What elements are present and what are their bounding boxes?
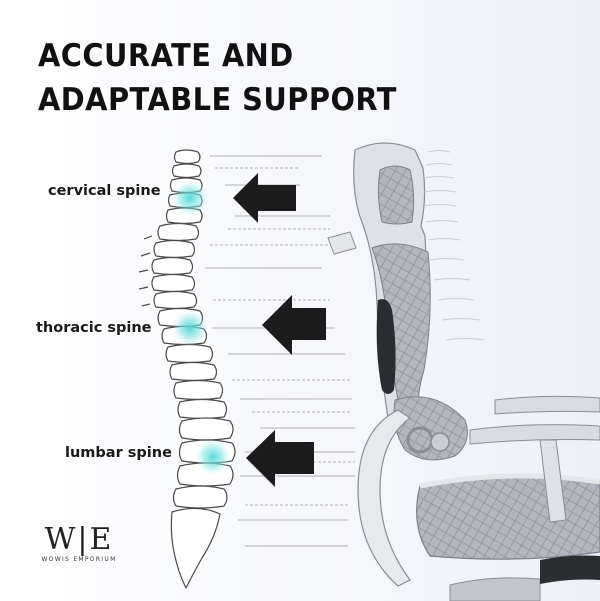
- arrow-left-icon: [262, 295, 326, 355]
- thoracic-highlight: [172, 310, 208, 346]
- guide-lines: [205, 155, 355, 547]
- thoracic-spine-label: thoracic spine: [36, 320, 152, 336]
- lumbar-spine-label: lumbar spine: [65, 445, 172, 461]
- title-line-1: ACCURATE AND: [38, 38, 294, 74]
- title-line-2: ADAPTABLE SUPPORT: [38, 82, 397, 118]
- arrow-left-icon: [246, 430, 314, 487]
- cervical-spine-label: cervical spine: [48, 183, 161, 199]
- page-title: ACCURATE AND ADAPTABLE SUPPORT: [38, 34, 397, 122]
- brand-monogram: W|E: [44, 522, 114, 557]
- arrow-left-icon: [233, 173, 296, 223]
- lumbar-highlight: [195, 439, 231, 475]
- brand-logo: W|E WOWIS EMPORIUM: [34, 522, 124, 572]
- brand-name: WOWIS EMPORIUM: [41, 556, 117, 563]
- cervical-highlight: [172, 180, 208, 216]
- office-chair-illustration: [327, 142, 600, 601]
